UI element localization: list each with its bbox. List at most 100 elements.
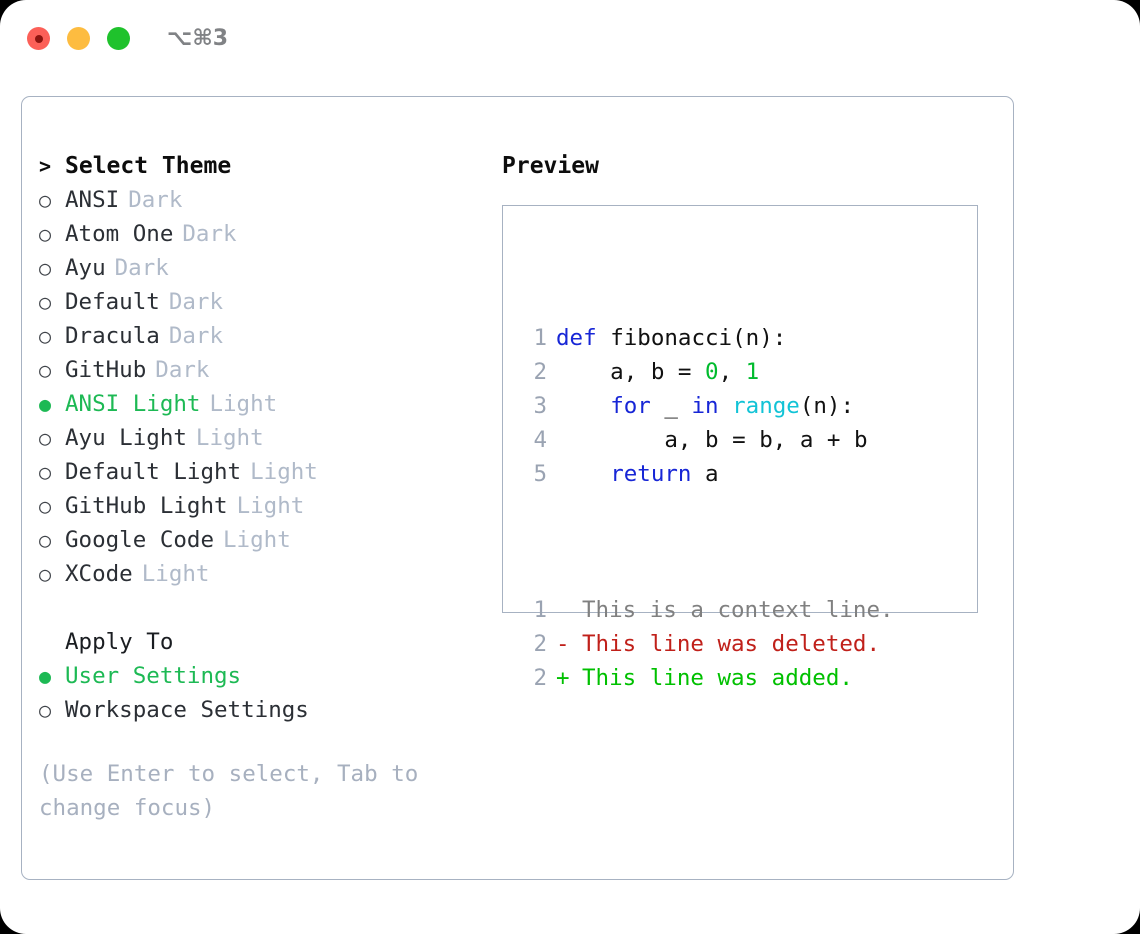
code-token [719,393,733,419]
code-token: _ [650,393,692,419]
theme-variant-tag: Dark [168,289,224,315]
radio-selected-icon: ● [39,664,52,688]
theme-list-item[interactable]: ○ XCode Light [39,557,489,591]
prompt-caret-icon: > [39,154,52,178]
code-line: 5 return a [521,457,894,491]
code-token: fibonacci(n): [610,325,787,351]
apply-to-option[interactable]: ○ Workspace Settings [39,693,489,727]
apply-to-heading-label: Apply To [65,629,174,655]
theme-name-label: Google Code [65,527,215,553]
code-token: a [691,461,719,487]
theme-variant-tag: Light [141,561,210,587]
theme-variant-tag: Light [209,391,278,417]
code-line-number: 3 [533,393,547,419]
theme-name-label: Atom One [65,221,174,247]
diff-text: This is a context line. [582,597,894,623]
radio-unselected-icon: ○ [39,256,52,280]
theme-variant-tag: Light [236,493,305,519]
close-window-button[interactable] [27,27,50,50]
diff-line-number: 1 [533,597,547,623]
theme-list-item[interactable]: ● ANSI Light Light [39,387,489,421]
diff-sign [556,593,582,627]
theme-variant-tag: Dark [182,221,237,247]
theme-list-item[interactable]: ○ GitHub Light Light [39,489,489,523]
apply-to-option-label: Workspace Settings [65,697,309,723]
theme-variant-tag: Light [250,459,318,485]
theme-list-item[interactable]: ○ Google Code Light [39,523,489,557]
radio-unselected-icon: ○ [39,698,52,722]
code-line: 3 for _ in range(n): [521,389,894,423]
theme-variant-tag: Dark [168,323,224,349]
radio-unselected-icon: ○ [39,188,52,212]
theme-variant-tag: Dark [155,357,210,383]
code-token [556,393,610,419]
theme-list-item[interactable]: ○ Dracula Dark [39,319,489,353]
close-icon [34,34,43,43]
code-token: for [610,393,651,419]
code-line: 2 a, b = 0, 1 [521,355,894,389]
theme-list-item[interactable]: ○ Default Dark [39,285,489,319]
code-line-number: 2 [533,359,547,385]
theme-name-label: Default Light [65,459,242,485]
select-theme-heading-label: Select Theme [65,153,232,179]
code-token: , [718,359,746,385]
radio-unselected-icon: ○ [39,528,52,552]
window-titlebar: ⌥⌘3 [0,0,1140,78]
diff-line-number: 2 [533,665,547,691]
minimize-window-button[interactable] [67,27,90,50]
theme-name-label: XCode [65,561,133,587]
code-token: a, b = [556,359,706,385]
code-line-number: 5 [533,461,547,487]
radio-unselected-icon: ○ [39,290,52,314]
radio-unselected-icon: ○ [39,358,52,382]
apply-to-heading: Apply To [39,625,489,659]
diff-sign: + [556,665,570,691]
theme-name-label: Ayu Light [65,425,187,451]
radio-unselected-icon: ○ [39,494,52,518]
radio-selected-icon: ● [39,392,52,416]
theme-name-label: GitHub Light [65,493,228,519]
theme-variant-tag: Dark [114,255,169,281]
radio-unselected-icon: ○ [39,562,52,586]
theme-variant-tag: Dark [128,187,183,213]
theme-variant-tag: Light [195,425,264,451]
theme-list-item[interactable]: ○ Default Light Light [39,455,489,489]
theme-name-label: ANSI [65,187,120,213]
radio-unselected-icon: ○ [39,460,52,484]
diff-text: This line was added. [582,665,853,691]
theme-name-label: Dracula [65,323,160,349]
diff-line: 1 This is a context line. [521,593,894,627]
section-spacer [39,591,489,625]
keyboard-hint-text: (Use Enter to select, Tab to change focu… [39,761,419,821]
code-token [556,461,610,487]
apply-to-option[interactable]: ●User Settings [39,659,489,693]
theme-name-label: ANSI Light [65,391,201,417]
code-token: range [732,393,800,419]
code-token: 1 [745,359,760,385]
diff-line: 2 + This line was added. [521,661,894,695]
maximize-window-button[interactable] [107,27,130,50]
diff-line-number: 2 [533,631,547,657]
theme-variant-tag: Light [223,527,291,553]
radio-unselected-icon: ○ [39,324,52,348]
code-token: (n): [799,393,855,419]
code-line-number: 1 [533,325,547,351]
theme-name-label: Default [65,289,160,315]
code-line-number: 4 [533,427,547,453]
diff-line: 2-This line was deleted. [521,627,894,661]
theme-list-item[interactable]: ○ ANSI Dark [39,183,489,217]
code-token: in [691,393,719,419]
keyboard-shortcut-label: ⌥⌘3 [167,26,229,51]
